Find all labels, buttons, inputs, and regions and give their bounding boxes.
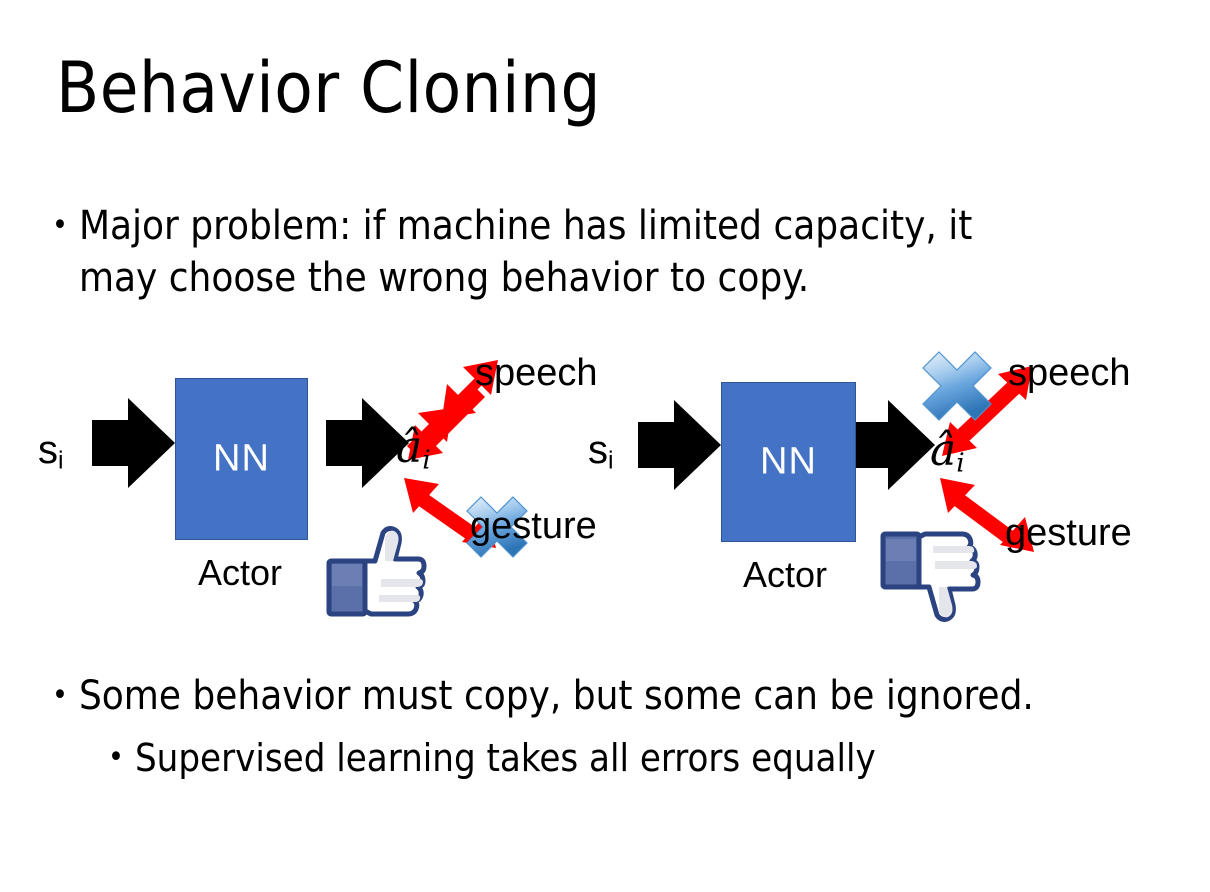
cross-icon-speech-right	[922, 351, 992, 421]
double-arrow-speech-left	[407, 360, 498, 460]
flow-arrow-output-left	[326, 398, 409, 488]
bullet-marker-icon: •	[52, 678, 68, 713]
output-label-gesture-left: gesture	[470, 505, 597, 547]
action-label-left: âi	[396, 422, 431, 476]
output-label-speech-right: speech	[1008, 352, 1131, 394]
nn-box-left: NN	[175, 378, 308, 540]
action-label-right: âi	[930, 425, 965, 479]
bullet-major-problem-text: Major problem: if machine has limited ca…	[79, 200, 972, 304]
state-label-left: si	[38, 428, 64, 475]
output-label-gesture-right: gesture	[1005, 512, 1132, 554]
page-title: Behavior Cloning	[56, 47, 601, 129]
nn-box-label-left: NN	[213, 437, 270, 480]
diagram-left-correct-copy: si	[30, 340, 630, 640]
diagram-left-graphics	[92, 360, 528, 558]
bullet-marker-icon: •	[52, 208, 68, 243]
diagram-right-wrong-copy: si	[580, 340, 1200, 640]
bullet-supervised-learning-text: Supervised learning takes all errors equ…	[134, 736, 876, 780]
actor-label-right: Actor	[743, 554, 828, 595]
state-label-right: si	[588, 428, 614, 475]
double-arrow-speech-right	[942, 366, 1032, 456]
thumbs-down-icon	[880, 531, 981, 622]
actor-label-left: Actor	[198, 552, 283, 593]
bullet-some-behavior-text: Some behavior must copy, but some can be…	[78, 673, 1034, 719]
bullet-major-problem: • Major problem: if machine has limited …	[52, 200, 1112, 304]
output-label-speech-left: speech	[475, 352, 598, 394]
bullet-major-problem-line2: may choose the wrong behavior to copy.	[78, 255, 810, 301]
nn-box-right: NN	[721, 382, 856, 542]
flow-arrow-input-left	[92, 398, 175, 488]
bullet-some-behavior: • Some behavior must copy, but some can …	[52, 670, 1172, 722]
double-arrow-gesture-right	[940, 478, 1034, 552]
bullet-major-problem-line1: Major problem: if machine has limited ca…	[78, 203, 973, 249]
diagram-right-graphics	[638, 351, 1034, 552]
cross-icon-gesture-left	[466, 496, 528, 558]
bullet-supervised-learning: • Supervised learning takes all errors e…	[108, 732, 876, 784]
flow-arrow-input-right	[638, 400, 721, 490]
thumbs-up-icon	[326, 526, 427, 617]
nn-box-label-right: NN	[760, 440, 817, 483]
flow-arrow-output-right	[852, 400, 935, 490]
bullet-marker-icon: •	[108, 740, 124, 775]
